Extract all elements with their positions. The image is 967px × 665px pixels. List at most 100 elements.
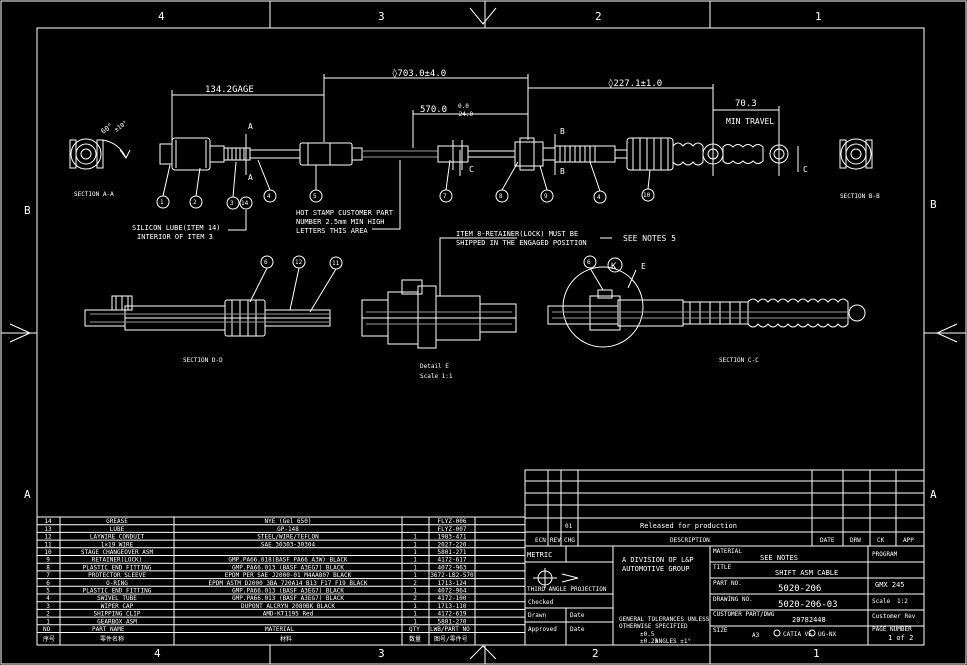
zone-bottom-1: 1 bbox=[813, 647, 820, 660]
drawing-value: 5020-206-03 bbox=[778, 600, 838, 610]
material-label: MATERIAL bbox=[713, 548, 742, 555]
bom-cell-material: DUPONT ALCRYN 2080BK BLACK bbox=[241, 603, 335, 610]
bom-cell-qty: 1 bbox=[413, 588, 417, 595]
bom-cell-no: 6 bbox=[46, 580, 50, 587]
bom-cell-part: FLYZ-006 bbox=[438, 518, 467, 525]
bom-cell-name: LUBE bbox=[110, 526, 125, 533]
detail-e-label: Detail E bbox=[420, 363, 449, 370]
bom-cell-qty: 1 bbox=[413, 541, 417, 548]
dimension-lines bbox=[171, 74, 799, 176]
gearbox-end bbox=[159, 137, 363, 171]
section-bb-view bbox=[839, 138, 873, 170]
bom-cell-material: GMP.PA66.013 (BASF A3EG7) BLACK bbox=[232, 564, 344, 571]
bom-cell-material: GP-148 bbox=[277, 526, 299, 533]
drawn-label: Drawn bbox=[528, 612, 546, 619]
cut-a-bottom: A bbox=[248, 173, 253, 182]
balloon-4b: 4 bbox=[597, 194, 601, 201]
bom-cell-part: 4172-617 bbox=[438, 557, 467, 564]
bom-cell-part: 5801-271 bbox=[438, 549, 467, 556]
bom-cell-qty: 2 bbox=[413, 580, 417, 587]
bom-head-no: NO bbox=[43, 626, 51, 633]
balloon-7: 7 bbox=[443, 193, 447, 200]
note-silicon-1: SILICON LUBE(ITEM 14) bbox=[132, 224, 221, 232]
section-cc-label: SECTION C-C bbox=[719, 357, 759, 364]
bom-cell-part: 1983-471 bbox=[438, 534, 467, 541]
partno-label: PART NO. bbox=[713, 580, 742, 587]
bom-cell-qty: 1 bbox=[413, 618, 417, 625]
bom-head2-material: 材料 bbox=[280, 635, 292, 643]
rev-head-desc: DESCRIPTION bbox=[670, 537, 710, 544]
bom-head2-no: 序号 bbox=[43, 635, 55, 643]
detail-e-view: Detail E Scale 1:1 bbox=[361, 276, 517, 380]
tolerance-5: ANGLES ±1° bbox=[655, 638, 691, 645]
bom-cell-no: 10 bbox=[44, 549, 52, 556]
note-leaders bbox=[228, 160, 612, 276]
division-2: AUTOMOTIVE GROUP bbox=[622, 565, 689, 573]
approved-label: Approved bbox=[528, 626, 557, 633]
zone-left-a: A bbox=[24, 488, 31, 501]
bom-cell-qty: 1 bbox=[413, 549, 417, 556]
catia-label: CATIA V5 bbox=[783, 631, 812, 638]
dim-mid: 570.0 bbox=[420, 105, 447, 115]
material-value: SEE NOTES bbox=[760, 554, 798, 562]
date-label: Date bbox=[570, 612, 585, 619]
bom-cell-part: 2027-220 bbox=[438, 541, 467, 548]
bom-cell-material: EPDM ASTM D2000 3BA 720A14 B13 F17 F19 B… bbox=[209, 580, 368, 587]
bom-cell-material: NYE (Gel 650) bbox=[265, 518, 312, 525]
cut-c-left: C bbox=[469, 165, 474, 174]
bom-cell-no: 2 bbox=[46, 611, 50, 618]
bom-cell-qty: 1 bbox=[413, 534, 417, 541]
bom-cell-part: 5801-270 bbox=[438, 618, 467, 625]
bom-head2-part: 图号/零件号 bbox=[434, 635, 468, 643]
conduit bbox=[362, 150, 438, 158]
dim-mid-tol-bot: -24.0 bbox=[455, 111, 473, 118]
zone-bottom-4: 4 bbox=[154, 647, 161, 660]
bom-head-name: PART NAME bbox=[92, 626, 125, 633]
right-fitting bbox=[514, 130, 789, 176]
detail-e-scale: Scale 1:1 bbox=[420, 373, 453, 380]
size-label: SIZE bbox=[713, 627, 728, 634]
customer-value: 20782448 bbox=[792, 616, 826, 624]
zone-bottom-2: 2 bbox=[592, 647, 599, 660]
bom-cell-name: STAGE CHANGEOVER ASM bbox=[81, 549, 154, 556]
checked-label: Checked bbox=[528, 599, 554, 606]
bom-cell-name: GEARBOX ASM bbox=[97, 618, 137, 625]
rev-head-ecn: ECN bbox=[535, 537, 546, 544]
customer-label: CUSTOMER PART/DWG bbox=[713, 611, 775, 618]
cut-c-right: C bbox=[803, 165, 808, 174]
bom-cell-name: PLASTIC END FITTING bbox=[83, 588, 152, 595]
bom-cell-part: FLYZ-007 bbox=[438, 526, 467, 533]
bom-cell-part: 4172-100 bbox=[438, 595, 467, 602]
dim-mid-tol-top: 0.0 bbox=[458, 103, 469, 110]
rev-head-chg: CHG bbox=[564, 537, 575, 544]
balloon-14: 14 bbox=[241, 200, 249, 207]
bom-cell-name: PROTECTOR SLEEVE bbox=[88, 572, 146, 579]
bom-head2-qty: 数量 bbox=[409, 635, 421, 643]
tolerance-2: OTHERWISE SPECIFIED bbox=[619, 623, 688, 630]
note-retainer-2: SHIPPED IN THE ENGAGED POSITION bbox=[456, 239, 587, 247]
bom-cell-name: SHIPPING CLIP bbox=[94, 611, 141, 618]
bom-head-qty: QTY bbox=[409, 626, 420, 633]
tolerance-4: ±0.25 bbox=[640, 638, 658, 645]
main-cable-view: 60° ±10° SECTION A-A bbox=[69, 68, 880, 276]
bom-cell-material: GMP.PA66.013 (BASF A3EG7) BLACK bbox=[232, 595, 344, 602]
division-1: A DIVISION OF L&P bbox=[622, 556, 694, 564]
ugnx-label: UG-NX bbox=[818, 631, 836, 638]
bom-cell-part: 4072-963 bbox=[438, 564, 467, 571]
rev-head-drw: DRW bbox=[850, 537, 861, 544]
detail-k-marker: K bbox=[611, 262, 617, 272]
program-value: GMX 245 bbox=[875, 581, 905, 589]
bom-cell-no: 12 bbox=[44, 534, 52, 541]
zone-right-b: B bbox=[930, 198, 937, 211]
balloon-2: 2 bbox=[193, 199, 197, 206]
page-label: PAGE NUMBER bbox=[872, 626, 912, 633]
partno-value: 5020-206 bbox=[778, 584, 821, 594]
bom-cell-no: 7 bbox=[46, 572, 50, 579]
bom-cell-part: 3672-LB2-570 bbox=[430, 572, 474, 579]
title-block: 01 Released for production ECN REV CHG D… bbox=[524, 469, 925, 646]
bom-cell-material: SAE 30303-30304 bbox=[261, 541, 316, 548]
